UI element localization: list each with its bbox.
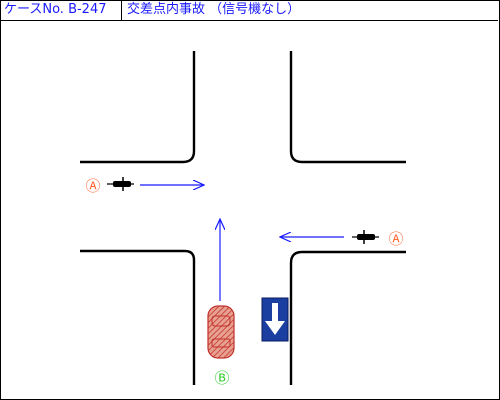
label-a-right: Ⓐ — [388, 230, 403, 248]
curb-bottom-right — [289, 250, 406, 385]
curb-top-right — [289, 51, 406, 164]
case-number: ケースNo. B-247 — [0, 0, 122, 20]
motorcycle-a-right — [352, 230, 379, 244]
one-way-down-arrow-icon — [265, 303, 285, 335]
one-way-sign — [261, 297, 289, 342]
intersection-scene: Ⓐ Ⓐ Ⓑ — [80, 51, 406, 387]
car-b — [207, 305, 235, 359]
label-a-left: Ⓐ — [85, 177, 100, 195]
curb-top-left — [80, 51, 196, 164]
label-b: Ⓑ — [214, 369, 229, 387]
curb-bottom-left — [80, 249, 196, 385]
road-curbs — [80, 51, 406, 385]
case-title: 交差点内事故 （信号機なし） — [127, 2, 301, 17]
header-bar: ケースNo. B-247 交差点内事故 （信号機なし） — [0, 0, 498, 21]
motorcycle-a-left — [107, 177, 134, 191]
